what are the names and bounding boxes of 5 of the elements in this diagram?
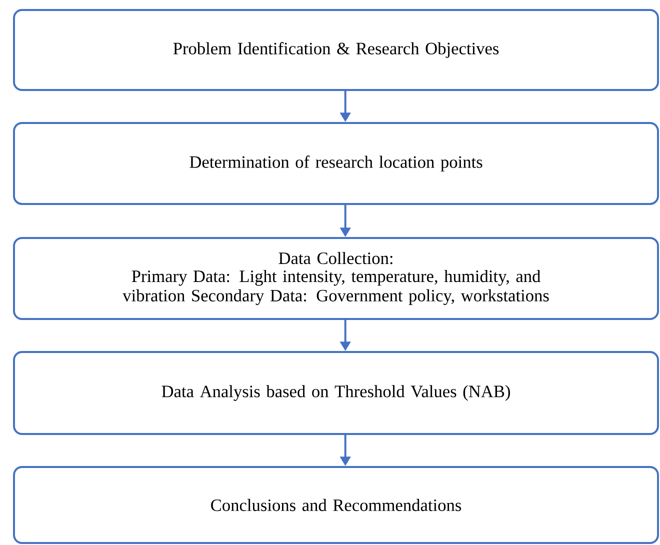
process-box: Data Collection: Primary Data: Light intensity, temperature, humidity, and vibration Secondary Data: Government policy, workstations (13, 237, 659, 320)
process-box: Problem Identification & Research Objectives (13, 9, 659, 91)
process-box: Data Analysis based on Threshold Values (NAB) (13, 351, 659, 435)
process-box: Determination of research location points (13, 122, 659, 205)
process-box: Conclusions and Recommendations (13, 466, 659, 544)
